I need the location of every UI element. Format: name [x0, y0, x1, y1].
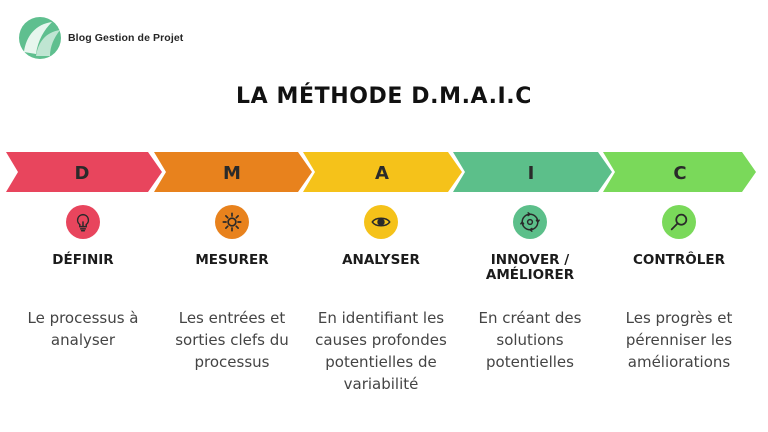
brand-name: Blog Gestion de Projet: [68, 32, 184, 44]
page-title: LA MÉTHODE D.M.A.I.C: [235, 84, 533, 109]
step-description: En créant des solutions potentielles: [478, 309, 582, 371]
step-letter-d: D: [75, 163, 90, 184]
step-icon-circle: [364, 205, 398, 239]
step-letter-m: M: [223, 163, 241, 184]
brand-logo: [19, 17, 61, 59]
chevron-d: [6, 152, 162, 192]
step-name: ANALYSER: [342, 252, 420, 268]
step-column-define: DÉFINIR Le processus à analyser: [9, 205, 157, 351]
eye-icon: [371, 217, 391, 227]
step-name: DÉFINIR: [52, 252, 114, 268]
chevron-c: [603, 152, 756, 192]
step-name: INNOVER / AMÉLIORER: [485, 252, 575, 283]
dmaic-arrow-banner: D M A I C: [6, 152, 756, 192]
step-icon-circle: [662, 205, 696, 239]
chevron-a: [303, 152, 462, 192]
step-letter-a: A: [375, 163, 389, 184]
step-column-analyze: ANALYSER En identifiant les causes profo…: [307, 205, 455, 395]
chevron-m: [154, 152, 312, 192]
brand-header: Blog Gestion de Projet: [18, 16, 183, 60]
magnifier-icon: [670, 213, 688, 231]
step-letter-i: I: [528, 163, 535, 184]
step-column-control: CONTRÔLER Les progrès et pérenniser les …: [605, 205, 753, 373]
step-icon-circle: [66, 205, 100, 239]
step-description: Les progrès et pérenniser les améliorati…: [625, 309, 733, 371]
step-icon-circle: [513, 205, 547, 239]
step-description: Les entrées et sorties clefs du processu…: [175, 309, 289, 371]
step-icon-circle: [215, 205, 249, 239]
lightbulb-icon: [76, 213, 90, 232]
gear-icon: [222, 212, 242, 232]
cycle-icon: [520, 212, 540, 232]
step-name: MESURER: [195, 252, 269, 268]
chevron-i: [453, 152, 612, 192]
step-name: CONTRÔLER: [633, 252, 725, 268]
step-description: En identifiant les causes profondes pote…: [315, 309, 447, 393]
step-letter-c: C: [673, 163, 686, 184]
step-column-improve: INNOVER / AMÉLIORER En créant des soluti…: [456, 205, 604, 373]
step-column-measure: MESURER Les entrées et sorties clefs du …: [158, 205, 306, 373]
step-description: Le processus à analyser: [27, 309, 139, 349]
